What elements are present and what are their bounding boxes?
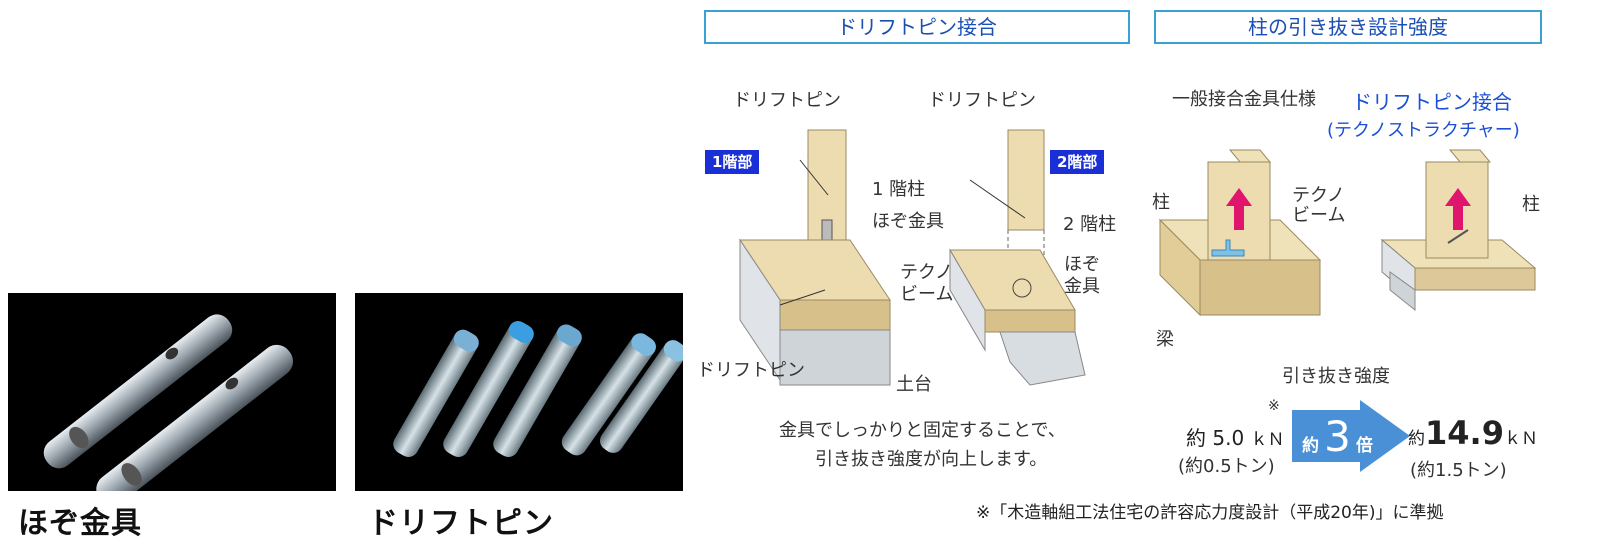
driftpin-caption: ドリフトピン (368, 506, 554, 541)
pillar-label-left: 柱 (1152, 192, 1170, 213)
right-value-prefix: 約 (1408, 429, 1425, 449)
left-caption-line1: 金具でしっかりと固定することで、 (779, 420, 1066, 441)
hozo-label: ほぞ金具 (872, 211, 944, 232)
left-value: 約 5.0 ｋＮ (1186, 422, 1285, 451)
driftpin-joint-header: ドリフトピン接合 (704, 10, 1130, 44)
technostructure-subtitle: (テクノストラクチャー) (1327, 120, 1520, 141)
driftpin-joint-diagram (739, 129, 1086, 386)
asterisk-mark: ※ (1268, 398, 1280, 414)
beam-label: 梁 (1156, 329, 1174, 350)
col-1f-label: 1 階柱 (872, 179, 926, 200)
dodai-label: 土台 (896, 374, 932, 395)
left-value-number: 5.0 (1212, 426, 1245, 450)
pillar-label-right: 柱 (1522, 194, 1540, 215)
col-2f-label: 2 階柱 (1063, 214, 1117, 235)
hozo-hardware-image (43, 314, 294, 491)
three-times-arrow (1292, 400, 1410, 472)
pull-strength-diagram (1158, 149, 1537, 317)
right-value-unit: ｋＮ (1503, 429, 1538, 449)
driftpin-joint-title: ドリフトピン接合 (1352, 90, 1512, 114)
footnote: ※「木造軸組工法住宅の許容応力度設計（平成20年)」に準拠 (976, 503, 1444, 523)
hozo-caption: ほぞ金具 (18, 506, 142, 541)
techno-beam-label-left: テクノ ビーム (900, 262, 954, 305)
driftpin-label-2f: ドリフトピン (928, 90, 1036, 111)
driftpin-label-1f: ドリフトピン (733, 90, 841, 111)
arrow-label: 約 3 倍 (1302, 412, 1373, 461)
driftpin-image (393, 321, 683, 457)
pull-strength-header: 柱の引き抜き設計強度 (1154, 10, 1542, 44)
general-spec-title: 一般接合金具仕様 (1172, 89, 1316, 110)
badge-1f: 1階部 (705, 150, 760, 174)
driftpin-photo (355, 293, 683, 491)
arrow-prefix: 約 (1302, 436, 1319, 456)
right-value: 約14.9ｋＮ (1408, 414, 1538, 452)
left-value-unit: ｋＮ (1250, 430, 1285, 450)
badge-2f: 2階部 (1050, 150, 1105, 174)
arrow-suffix: 倍 (1355, 436, 1373, 456)
right-ton: (約1.5トン) (1410, 460, 1507, 481)
driftpin-label-bottom: ドリフトピン (697, 360, 805, 381)
right-value-number: 14.9 (1425, 414, 1504, 452)
techno-beam-label-right: テクノ ビーム (1292, 185, 1346, 226)
left-caption-line2: 引き抜き強度が向上します。 (815, 449, 1048, 470)
hozo-label-right: ほぞ 金具 (1064, 254, 1100, 297)
pull-strength-label: 引き抜き強度 (1282, 366, 1390, 387)
hozo-photo (8, 293, 336, 491)
arrow-number: 3 (1324, 412, 1351, 461)
left-value-prefix: 約 (1186, 426, 1206, 450)
left-ton: (約0.5トン) (1178, 456, 1275, 477)
